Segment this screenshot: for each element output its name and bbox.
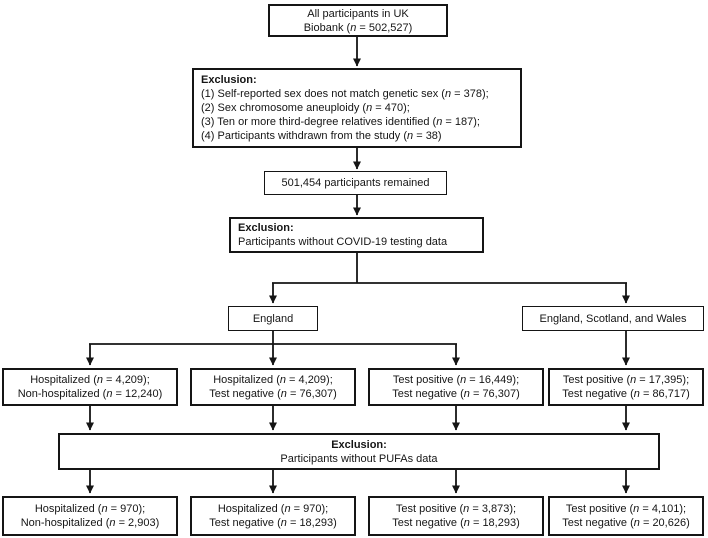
exclusion-item: (4) Participants withdrawn from the stud… (201, 130, 442, 142)
box-text-line: Test positive (n = 4,101); (565, 503, 687, 515)
box-text-line: Non-hospitalized (n = 2,903) (20, 517, 160, 529)
exclusion-item: (2) Sex chromosome aneuploidy (n = 470); (201, 102, 410, 114)
box-text-line: Test negative (n = 86,717) (562, 388, 690, 400)
box-final-hospitalized-nonhospitalized: Hospitalized (n = 970); Non-hospitalized… (2, 496, 178, 536)
exclusion-text: Participants without PUFAs data (280, 452, 438, 465)
box-exclusion-pufas: Exclusion: Participants without PUFAs da… (58, 433, 660, 470)
box-text-line: Test negative (n = 20,626) (562, 517, 690, 529)
exclusion-item: (1) Self-reported sex does not match gen… (201, 88, 489, 100)
exclusion-heading: Exclusion: (201, 74, 257, 86)
box-text-line: Biobank (n = 502,527) (303, 21, 413, 34)
box-england: England (228, 306, 318, 331)
box-text-line: England (252, 312, 294, 325)
box-exclusion-covid-testing: Exclusion: Participants without COVID-19… (229, 217, 484, 253)
box-text-line: Test negative (n = 18,293) (392, 517, 520, 529)
box-text-line: Test positive (n = 16,449); (392, 374, 520, 386)
box-text-line: Non-hospitalized (n = 12,240) (17, 388, 163, 400)
box-text-line: Test negative (n = 76,307) (392, 388, 520, 400)
box-final-testpositive-testnegative-england: Test positive (n = 3,873); Test negative… (368, 496, 544, 536)
box-text-line: Hospitalized (n = 4,209); (213, 374, 333, 386)
box-cohort-testpositive-testnegative-esw: Test positive (n = 17,395); Test negativ… (548, 368, 704, 406)
box-england-scotland-wales: England, Scotland, and Wales (522, 306, 704, 331)
box-text-line: Hospitalized (n = 970); (34, 503, 146, 515)
box-text-line: 501,454 participants remained (281, 177, 430, 189)
box-text-line: Hospitalized (n = 4,209); (30, 374, 150, 386)
box-text-line: Test negative (n = 76,307) (209, 388, 337, 400)
exclusion-item: (3) Ten or more third-degree relatives i… (201, 116, 480, 128)
exclusion-heading: Exclusion: (238, 222, 294, 234)
box-text-line: Test negative (n = 18,293) (209, 517, 337, 529)
box-cohort-hospitalized-testnegative: Hospitalized (n = 4,209); Test negative … (190, 368, 356, 406)
box-text-line: Test positive (n = 17,395); (562, 374, 690, 386)
box-cohort-hospitalized-nonhospitalized: Hospitalized (n = 4,209); Non-hospitaliz… (2, 368, 178, 406)
box-exclusion-genetic: Exclusion: (1) Self-reported sex does no… (192, 68, 522, 148)
box-text-line: Hospitalized (n = 970); (217, 503, 329, 515)
box-text-line: Test positive (n = 3,873); (395, 503, 517, 515)
box-cohort-testpositive-testnegative-england: Test positive (n = 16,449); Test negativ… (368, 368, 544, 406)
exclusion-text: Participants without COVID-19 testing da… (238, 236, 448, 248)
box-participants-remained: 501,454 participants remained (264, 171, 447, 195)
box-final-hospitalized-testnegative: Hospitalized (n = 970); Test negative (n… (190, 496, 356, 536)
box-final-testpositive-testnegative-esw: Test positive (n = 4,101); Test negative… (548, 496, 704, 536)
exclusion-heading: Exclusion: (331, 438, 387, 451)
box-all-participants: All participants in UK Biobank (n = 502,… (268, 4, 448, 37)
box-text-line: All participants in UK (307, 7, 409, 20)
box-text-line: England, Scotland, and Wales (539, 312, 687, 325)
